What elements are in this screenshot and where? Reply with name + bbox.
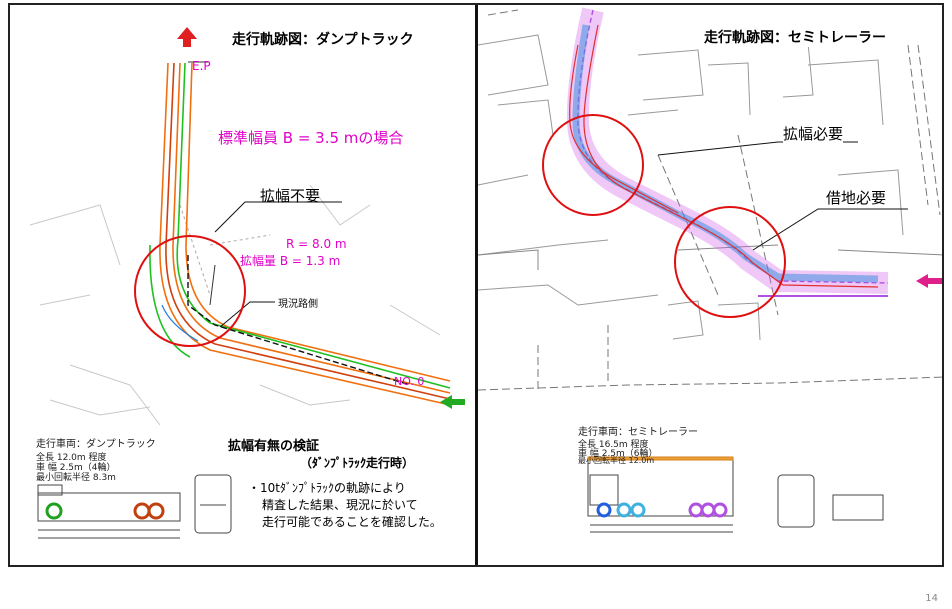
standard-width-label: 標準幅員 B = 3.5 mの場合: [218, 129, 404, 147]
ep-label: E.P: [192, 59, 211, 73]
dump-truck-trajectory-drawing: [29, 27, 465, 539]
left-arrow-icon: [440, 395, 465, 409]
vehicle-spec: 最小回転半径 8.3m: [36, 473, 116, 483]
left-arrow-icon: [916, 274, 942, 288]
radius-label: R = 8.0 m: [286, 237, 347, 251]
tractor-wheel-icon: [630, 502, 646, 518]
note-line: ・10tﾀﾞﾝﾌﾟﾄﾗｯｸの軌跡により: [248, 481, 406, 495]
dump-truck-title: 走行軌跡図：ダンプトラック: [232, 32, 414, 48]
vehicle-spec: 車 幅 2.5m（6輪）: [578, 449, 658, 459]
tractor-wheel-icon: [616, 502, 632, 518]
page-number: 14: [925, 593, 938, 604]
slide-frame: 走行軌跡図：ダンプトラック E.P 標準幅員 B = 3.5 mの場合 拡幅不要…: [8, 3, 944, 567]
tractor-wheel-icon: [596, 502, 612, 518]
rear-wheel-icon: [147, 502, 165, 520]
trailer-wheel-icon: [700, 502, 716, 518]
widening-required-callout: 拡幅必要: [783, 123, 844, 144]
vehicle-spec: 車 幅 2.5m（4輪）: [36, 463, 116, 473]
semi-trailer-title: 走行軌跡図：セミトレーラー: [702, 27, 888, 47]
rear-wheel-icon: [133, 502, 151, 520]
note-line: 走行可能であることを確認した。: [262, 515, 442, 529]
dump-truck-panel: 走行軌跡図：ダンプトラック E.P 標準幅員 B = 3.5 mの場合 拡幅不要…: [10, 5, 478, 565]
trailer-wheel-icon: [712, 502, 728, 518]
trailer-wheel-icon: [688, 502, 704, 518]
vehicle-spec: 全長 12.0m 程度: [36, 453, 107, 463]
vehicle-label: 走行車両：ダンプトラック: [36, 439, 156, 450]
current-road-edge-label: 現況路側: [278, 299, 318, 310]
front-wheel-icon: [45, 502, 63, 520]
verification-title: 拡幅有無の検証: [228, 439, 320, 454]
widening-amount-label: 拡幅量 B = 1.3 m: [240, 254, 341, 268]
land-lease-required-callout: 借地必要: [826, 187, 887, 208]
vehicle-spec: 全長 16.5m 程度: [578, 440, 649, 450]
vehicle-spec: 最小回転半径 12.0m: [578, 456, 655, 465]
no-widening-callout: 拡幅不要: [260, 187, 321, 205]
verification-subtitle: （ﾀﾞﾝﾌﾟﾄﾗｯｸ走行時）: [300, 456, 415, 470]
semi-trailer-trajectory-drawing: [478, 7, 942, 533]
up-arrow-icon: [177, 27, 197, 47]
semi-trailer-panel: 走行軌跡図：セミトレーラー 拡幅必要 借地必要 走行車両：セミトレーラー 全長 …: [478, 5, 942, 565]
end-station-label: NO. 0: [394, 375, 425, 388]
vehicle-label: 走行車両：セミトレーラー: [578, 427, 698, 438]
note-line: 精査した結果、現況に於いて: [262, 498, 418, 512]
